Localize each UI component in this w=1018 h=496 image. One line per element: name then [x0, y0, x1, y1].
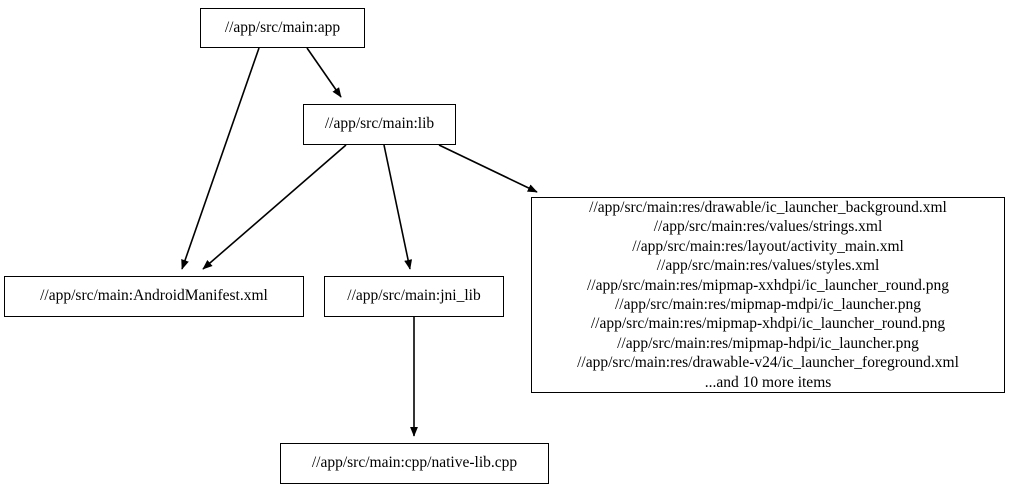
edge-lib-to-res	[438, 144, 538, 193]
graph-node-jni-lib-label: //app/src/main:jni_lib	[347, 287, 481, 305]
graph-node-lib[interactable]: //app/src/main:lib	[303, 104, 456, 145]
edge-app-to-androidmanifest	[181, 47, 260, 270]
graph-node-res-bundle[interactable]: //app/src/main:res/drawable/ic_launcher_…	[531, 197, 1005, 393]
graph-node-app-label: //app/src/main:app	[224, 18, 341, 36]
edge-lib-to-jni_lib	[383, 144, 413, 270]
graph-node-jni-lib[interactable]: //app/src/main:jni_lib	[324, 276, 504, 317]
graph-node-native-lib-cpp[interactable]: //app/src/main:cpp/native-lib.cpp	[280, 443, 549, 484]
graph-node-androidmanifest-label: //app/src/main:AndroidManifest.xml	[40, 287, 268, 305]
graph-node-lib-label: //app/src/main:lib	[324, 115, 435, 133]
graph-node-androidmanifest[interactable]: //app/src/main:AndroidManifest.xml	[4, 276, 304, 317]
edge-app-to-lib	[306, 47, 342, 98]
edge-lib-to-androidmanifest	[202, 144, 347, 270]
graph-node-res-bundle-label: //app/src/main:res/drawable/ic_launcher_…	[577, 198, 959, 391]
graph-node-app[interactable]: //app/src/main:app	[200, 8, 365, 48]
graph-node-native-lib-cpp-label: //app/src/main:cpp/native-lib.cpp	[311, 454, 518, 472]
